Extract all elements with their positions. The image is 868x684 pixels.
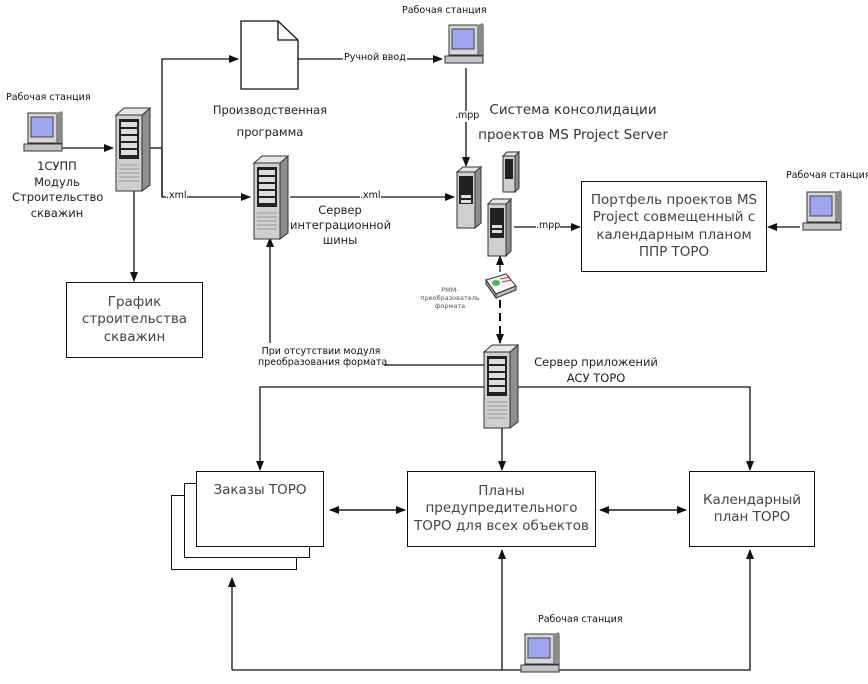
ms-project-server-label: Система консолидации проектов MS Project… (478, 102, 668, 143)
edge-label-xml-left: .xml (166, 190, 187, 202)
app-server-label: Сервер приложений АСУ ТОРО (530, 354, 662, 387)
edge-label-no-module: При отсутствии модуля преобразования фор… (258, 346, 388, 369)
preventive-plans-box[interactable]: Планы предупредительного ТОРО для всех о… (407, 471, 596, 547)
workstation-bottom-icon[interactable] (519, 632, 561, 676)
workstation-left-label: Рабочая станция (6, 92, 91, 103)
workstation-right-icon[interactable] (801, 190, 843, 234)
edge-appserver-to-calendar (518, 386, 754, 471)
workstation-top-label: Рабочая станция (402, 5, 487, 16)
orders-box[interactable]: Заказы ТОРО (196, 471, 324, 547)
workstation-left-icon[interactable] (22, 111, 64, 155)
edge-label-manual-input: Ручной ввод (343, 52, 407, 64)
supp-server-icon[interactable] (114, 107, 152, 193)
pmm-converter-label: PMM- преобразователь формата (420, 286, 480, 311)
workstation-bottom-label: Рабочая станция (538, 614, 623, 625)
edge-label-mpp-right: .mpp (536, 220, 561, 232)
workstation-top-icon[interactable] (443, 23, 485, 67)
well-schedule-box[interactable]: График строительства скважин (66, 282, 203, 358)
edge-label-mpp-top: .mpp (455, 110, 480, 122)
edge-appserver-to-orders (256, 386, 485, 471)
edge-label-xml-right: .xml (360, 190, 381, 202)
integration-server-label: Сервер интеграционной шины (290, 203, 392, 247)
app-server-icon[interactable] (482, 344, 522, 430)
integration-server-icon[interactable] (252, 155, 290, 241)
workstation-right-label: Рабочая станция (786, 170, 868, 181)
calendar-plan-box[interactable]: Календарный план ТОРО (689, 471, 815, 547)
production-program-label: Производственная программа (212, 103, 328, 139)
production-program-document-icon[interactable] (240, 20, 300, 90)
portfolio-box[interactable]: Портфель проектов MS Project совмещенный… (581, 181, 767, 272)
edge-supp-to-integration (161, 148, 251, 201)
supp-module-label: 1СУПП Модуль Строительство скважин (12, 159, 104, 220)
ms-project-server-cluster-icon[interactable] (455, 150, 525, 260)
pmm-converter-icon[interactable] (484, 272, 518, 300)
